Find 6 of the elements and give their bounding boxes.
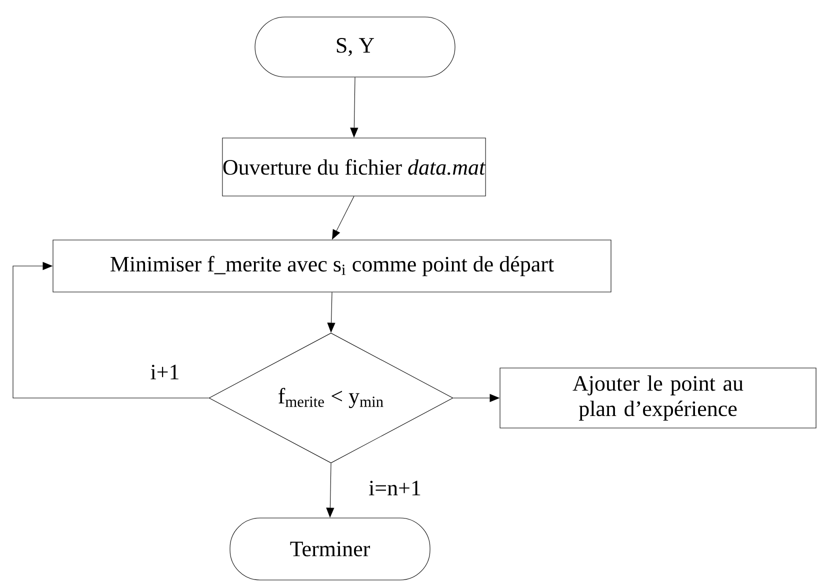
process-box: Ouverture du fichier data.mat xyxy=(222,138,486,196)
edge-label: i+1 xyxy=(148,363,182,381)
arrow xyxy=(12,262,209,398)
edge-label: i=n+1 xyxy=(367,479,423,497)
process-box: Ajouter le point au plan d’expérience xyxy=(500,368,816,428)
process-box: Minimiser f_merite avec s$_{i}$ comme point de départ xyxy=(52,240,612,292)
